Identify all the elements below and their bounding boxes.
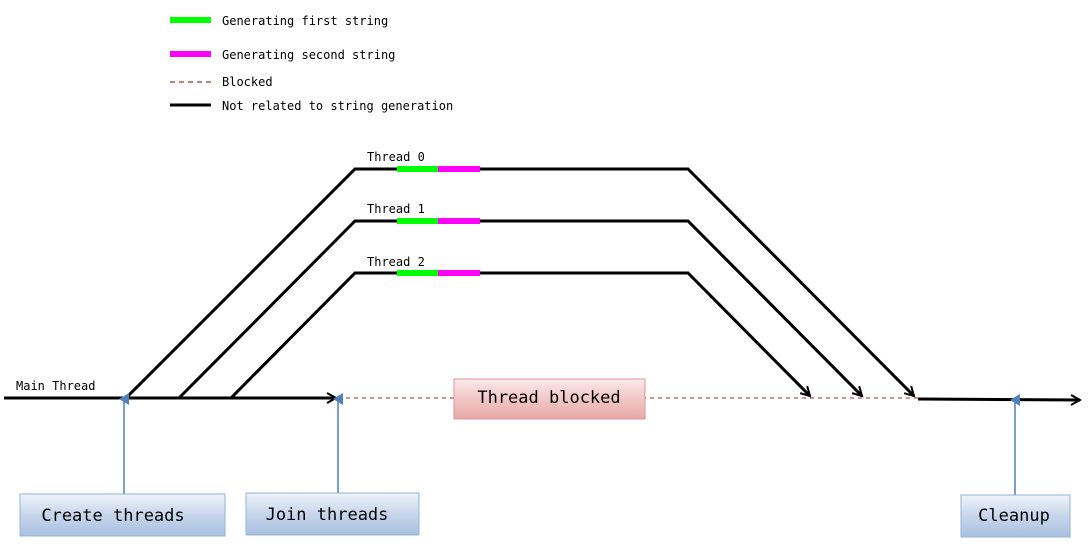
thread-blocked-box: Thread blocked bbox=[453, 378, 646, 420]
thread-1: Thread 1 bbox=[177, 202, 862, 400]
cleanup-callout: Cleanup bbox=[960, 494, 1071, 538]
create-threads-label: Create threads bbox=[41, 506, 184, 526]
legend-label-blocked: Blocked bbox=[222, 75, 273, 89]
cleanup-label: Cleanup bbox=[978, 506, 1050, 526]
thread-2-label: Thread 2 bbox=[367, 255, 425, 269]
create-threads-callout: Create threads bbox=[19, 493, 226, 537]
cleanup-box bbox=[960, 494, 1071, 538]
thread-0: Thread 0 bbox=[124, 150, 914, 400]
join-threads-box bbox=[245, 492, 420, 536]
thread-1-path bbox=[177, 219, 862, 400]
legend: Generating first string Generating secon… bbox=[170, 14, 453, 113]
create-threads-box bbox=[19, 493, 226, 537]
join-threads-callout: Join threads bbox=[245, 492, 420, 536]
thread-2: Thread 2 bbox=[229, 255, 810, 400]
join-threads-label: Join threads bbox=[266, 505, 389, 525]
main-thread-label: Main Thread bbox=[16, 379, 95, 393]
thread-0-label: Thread 0 bbox=[367, 150, 425, 164]
thread-1-label: Thread 1 bbox=[367, 202, 425, 216]
thread-0-path bbox=[124, 167, 914, 400]
main-thread-after-join-line bbox=[917, 399, 1080, 400]
thread-2-path bbox=[229, 271, 810, 400]
thread-blocked-box-bg bbox=[453, 378, 646, 420]
legend-label-second-string: Generating second string bbox=[222, 48, 395, 62]
legend-label-first-string: Generating first string bbox=[222, 14, 388, 28]
thread-blocked-label: Thread blocked bbox=[477, 388, 620, 408]
legend-label-not-related: Not related to string generation bbox=[222, 99, 453, 113]
